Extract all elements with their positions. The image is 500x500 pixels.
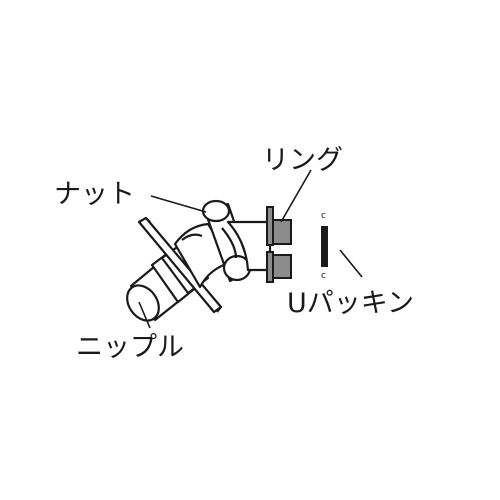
flange-plate: [137, 216, 223, 314]
nipple-leader: [138, 301, 151, 329]
u-packing-bar: [321, 226, 328, 267]
u-packing-leader: [339, 249, 363, 278]
leader-lines: [138, 169, 363, 329]
u-packing-label: Uパッキン: [287, 288, 414, 319]
svg-text:c: c: [321, 211, 326, 221]
nut-label: ナット: [54, 179, 135, 210]
ring-label: リング: [262, 145, 343, 176]
svg-text:c: c: [321, 271, 326, 281]
u-packing-part: c c: [321, 211, 328, 281]
nipple-label: ニップル: [76, 332, 184, 363]
ring-leader: [280, 169, 312, 223]
ring-part: [266, 206, 292, 283]
nut-leader: [150, 195, 207, 213]
